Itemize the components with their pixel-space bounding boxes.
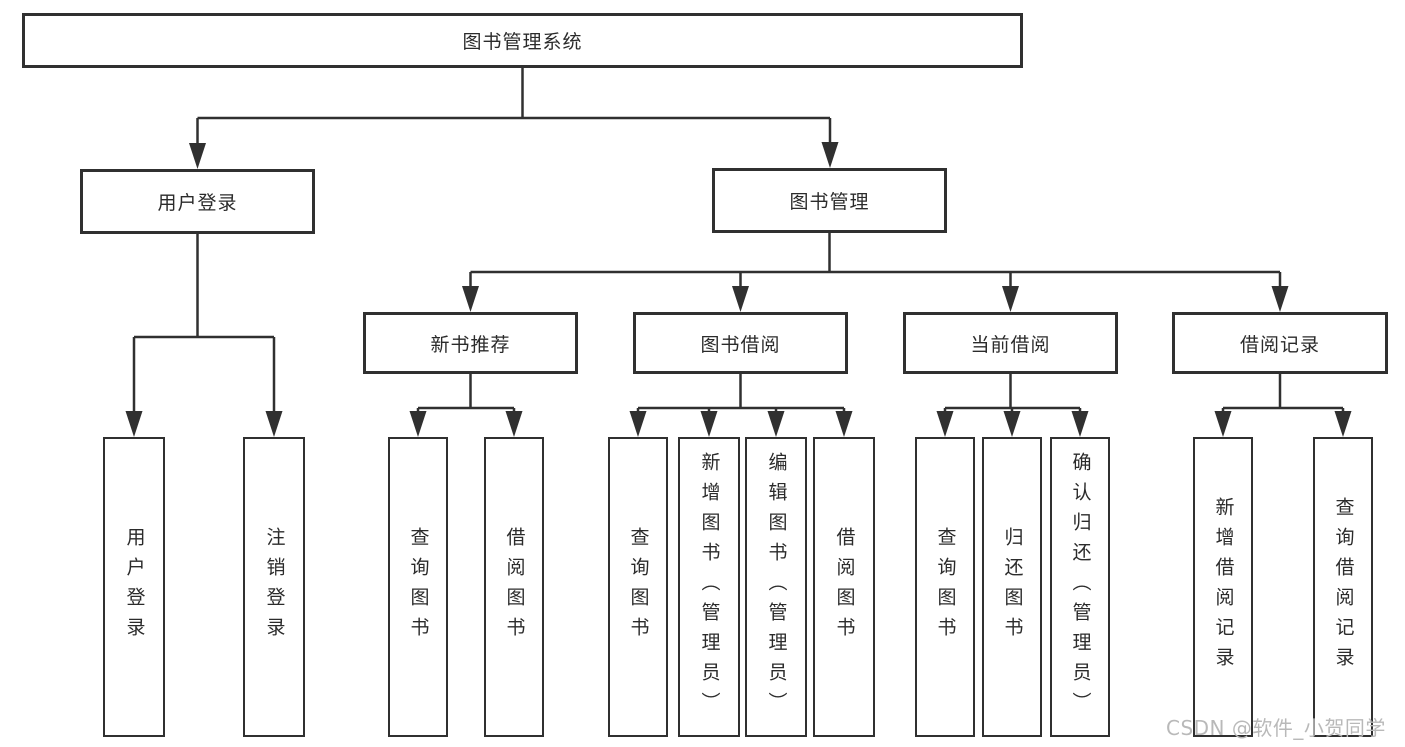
leaf-add-borrow-record: 新增借阅记录 — [1193, 437, 1253, 737]
leaf-confirm-return-admin: 确认归还（管理员） — [1050, 437, 1110, 737]
node-book-management: 图书管理 — [712, 168, 947, 233]
leaf-add-books-admin: 新增图书（管理员） — [678, 437, 740, 737]
leaf-borrow-books: 借阅图书 — [813, 437, 875, 737]
node-borrow-records: 借阅记录 — [1172, 312, 1388, 374]
leaf-query-books-current: 查询图书 — [915, 437, 975, 737]
leaf-edit-books-admin: 编辑图书（管理员） — [745, 437, 807, 737]
watermark: CSDN @软件_小贺同学 — [1166, 716, 1386, 740]
leaf-borrow-books-recommend: 借阅图书 — [484, 437, 544, 737]
node-current-borrow: 当前借阅 — [903, 312, 1118, 374]
leaf-query-books-recommend: 查询图书 — [388, 437, 448, 737]
leaf-query-borrow-record: 查询借阅记录 — [1313, 437, 1373, 737]
node-library-management-system: 图书管理系统 — [22, 13, 1023, 68]
leaf-return-books: 归还图书 — [982, 437, 1042, 737]
node-book-borrow: 图书借阅 — [633, 312, 848, 374]
node-user-login: 用户登录 — [80, 169, 315, 234]
leaf-query-books-borrow: 查询图书 — [608, 437, 668, 737]
arrowheads — [125, 142, 1352, 437]
leaf-user-login: 用户登录 — [103, 437, 165, 737]
node-new-book-recommend: 新书推荐 — [363, 312, 578, 374]
leaf-logout: 注销登录 — [243, 437, 305, 737]
